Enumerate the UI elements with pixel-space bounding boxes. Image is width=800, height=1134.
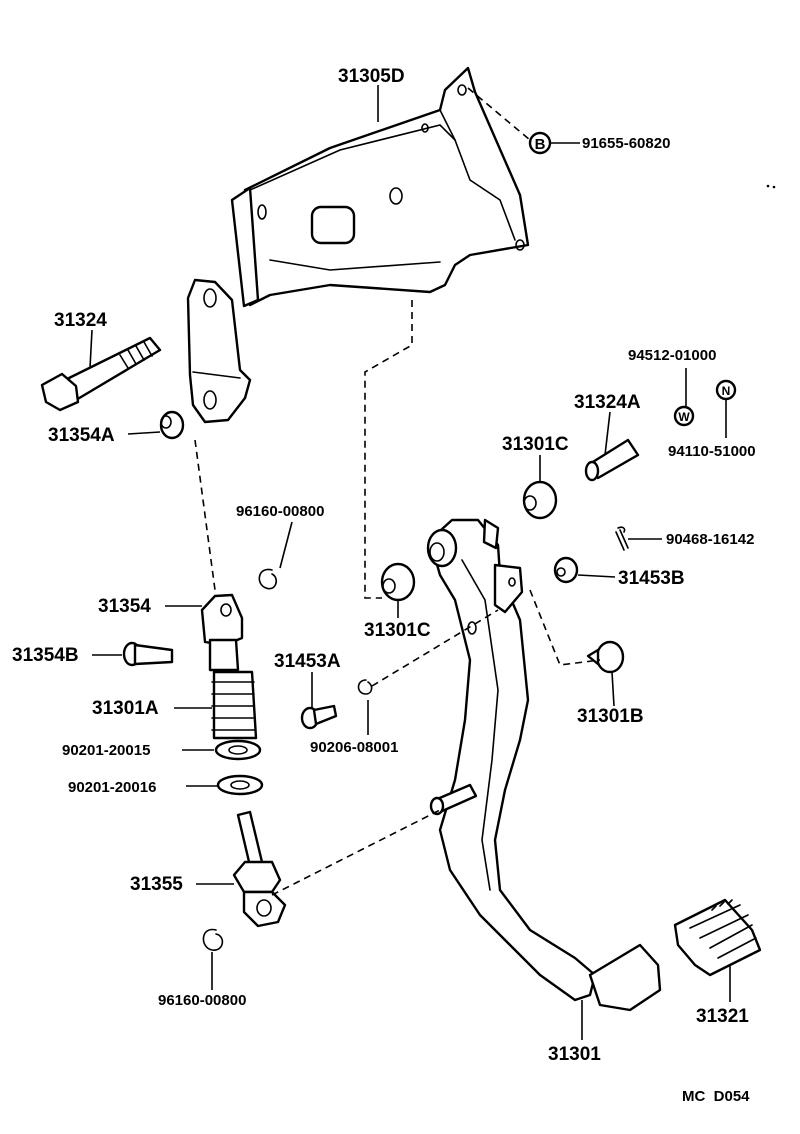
clip-96160-00800-bottom <box>202 928 224 951</box>
clevis-31354 <box>200 593 244 672</box>
label-90201-20016: 90201-20016 <box>68 779 156 796</box>
bracket-31305D <box>230 66 530 308</box>
label-96160-00800-bottom: 96160-00800 <box>158 992 246 1009</box>
stray-dots <box>766 184 776 189</box>
label-31324A: 31324A <box>574 392 641 413</box>
label-90468-16142: 90468-16142 <box>666 531 754 548</box>
washer-90201-20015 <box>214 739 262 761</box>
label-31354A: 31354A <box>48 425 115 446</box>
label-90201-20015: 90201-20015 <box>62 742 150 759</box>
label-31355: 31355 <box>130 874 183 895</box>
nut-31453B <box>553 556 579 584</box>
pedal-31301 <box>426 518 662 1012</box>
bolt-31453A <box>300 704 338 730</box>
label-31321: 31321 <box>696 1006 749 1027</box>
cushion-31301B <box>586 640 625 674</box>
pedal-pad-31321 <box>673 898 762 977</box>
label-31453B: 31453B <box>618 568 685 589</box>
label-31354B: 31354B <box>12 645 79 666</box>
bushing-31301C-top <box>522 480 558 520</box>
label-31354: 31354 <box>98 596 151 617</box>
label-31301C-top: 31301C <box>502 434 569 455</box>
plate-bracket <box>186 278 252 424</box>
label-31301A: 31301A <box>92 698 159 719</box>
label-94512-01000: 94512-01000 <box>628 347 716 364</box>
nut-mark-n: N <box>715 379 737 401</box>
label-31301B: 31301B <box>577 706 644 727</box>
collar-31324A <box>584 438 640 482</box>
cotter-pin-90468-16142 <box>615 526 629 551</box>
washer-90201-20016 <box>216 774 264 796</box>
label-31305D: 31305D <box>338 66 405 87</box>
dashed-connectors <box>194 87 601 896</box>
spring-31301A <box>211 670 258 740</box>
diagram-code: MC D054 <box>682 1088 750 1105</box>
label-90206-08001: 90206-08001 <box>310 739 398 756</box>
label-31301C-mid: 31301C <box>364 620 431 641</box>
clip-mark-b: B <box>528 131 552 155</box>
washer-w-letter: W <box>678 410 690 424</box>
part-labels: 31305D 91655-60820 31324 31354A 94512-01… <box>12 66 756 1105</box>
label-31301: 31301 <box>548 1044 601 1065</box>
leader-lines <box>89 85 731 1040</box>
label-31324: 31324 <box>54 310 107 331</box>
nut-n-letter: N <box>722 384 731 398</box>
washer-mark-w: W <box>673 405 695 427</box>
clip-96160-00800-top <box>258 568 278 590</box>
label-31453A: 31453A <box>274 651 341 672</box>
rod-end-31355 <box>232 810 287 928</box>
bolt-31324 <box>40 336 162 412</box>
clip-b-letter: B <box>535 136 546 153</box>
label-91655-60820: 91655-60820 <box>582 135 670 152</box>
bushing-31354A <box>159 410 185 440</box>
label-94110-51000: 94110-51000 <box>668 443 756 460</box>
clip-90206-08001 <box>357 679 373 695</box>
label-96160-00800-top: 96160-00800 <box>236 503 324 520</box>
pin-31354B <box>122 641 174 667</box>
bushing-31301C-mid <box>380 562 416 602</box>
